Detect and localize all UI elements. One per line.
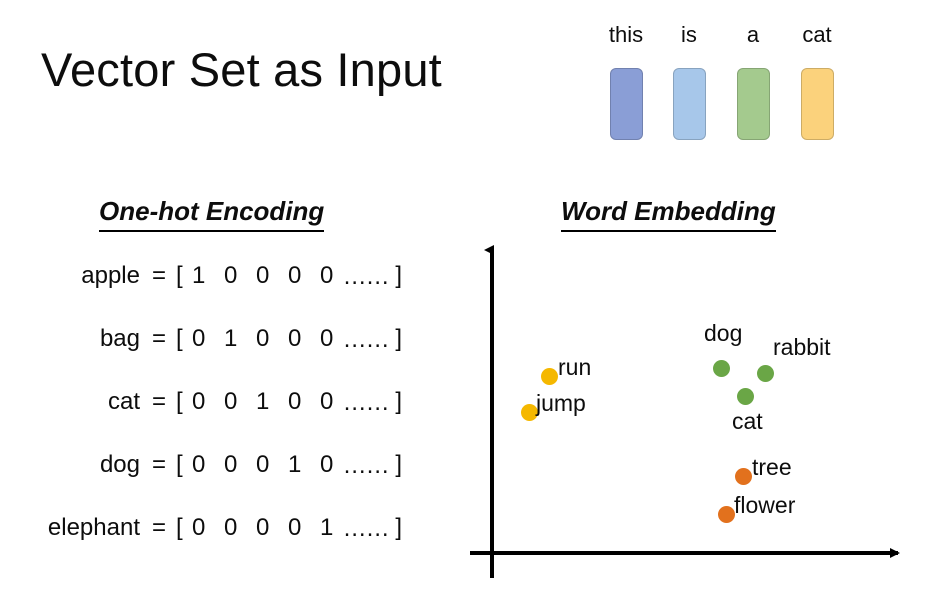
plot-axes xyxy=(470,245,900,578)
one-hot-digit: 0 xyxy=(287,514,302,541)
one-hot-digit: 0 xyxy=(223,262,238,289)
token-label: is xyxy=(681,22,697,47)
one-hot-digit: 1 xyxy=(319,514,334,541)
vector-ellipsis: …… xyxy=(342,452,390,479)
equals-sign: = xyxy=(152,262,167,289)
one-hot-digit: 0 xyxy=(223,388,238,415)
sentence-token-strip: this is a cat xyxy=(596,22,856,144)
vector-ellipsis: …… xyxy=(342,263,390,290)
embedding-point-label: dog xyxy=(704,320,743,346)
one-hot-digit: 0 xyxy=(255,451,270,478)
embedding-point xyxy=(757,365,774,382)
embedding-point xyxy=(713,360,730,377)
one-hot-word-label: cat xyxy=(107,388,140,415)
one-hot-digit: 1 xyxy=(255,388,270,415)
embedding-point-label: flower xyxy=(734,492,796,518)
one-hot-digit: 0 xyxy=(223,514,238,541)
sentence-token: cat xyxy=(787,22,847,144)
one-hot-digit: 0 xyxy=(287,325,302,352)
section-heading-word-embedding: Word Embedding xyxy=(561,196,776,232)
token-vector-bar xyxy=(801,68,834,140)
vector-ellipsis: …… xyxy=(342,515,390,542)
embedding-point xyxy=(735,468,752,485)
embedding-point-label: tree xyxy=(752,454,792,480)
close-bracket: ] xyxy=(388,514,403,541)
close-bracket: ] xyxy=(388,325,403,352)
one-hot-digit: 0 xyxy=(223,451,238,478)
sentence-token: this xyxy=(596,22,656,144)
equals-sign: = xyxy=(152,451,167,478)
embedding-point xyxy=(737,388,754,405)
token-label: a xyxy=(746,22,760,47)
one-hot-word-label: dog xyxy=(99,451,140,478)
embedding-point xyxy=(718,506,735,523)
token-label: this xyxy=(608,22,644,47)
close-bracket: ] xyxy=(388,388,403,415)
one-hot-digit: 0 xyxy=(319,388,334,415)
one-hot-digit: 0 xyxy=(319,262,334,289)
one-hot-digit: 0 xyxy=(191,514,206,541)
one-hot-digit: 0 xyxy=(287,262,302,289)
token-vector-bar xyxy=(673,68,706,140)
one-hot-digit: 1 xyxy=(223,325,238,352)
embedding-point-label: rabbit xyxy=(773,334,831,360)
token-vector-bar xyxy=(610,68,643,140)
open-bracket: [ xyxy=(176,325,183,352)
sentence-token: a xyxy=(723,22,783,144)
equals-sign: = xyxy=(152,514,167,541)
open-bracket: [ xyxy=(176,262,183,289)
sentence-token: is xyxy=(659,22,719,144)
equals-sign: = xyxy=(152,325,167,352)
one-hot-word-label: bag xyxy=(99,325,140,352)
equals-sign: = xyxy=(152,388,167,415)
one-hot-digit: 1 xyxy=(287,451,302,478)
one-hot-digit: 0 xyxy=(287,388,302,415)
close-bracket: ] xyxy=(388,262,403,289)
word-embedding-scatter-plot: run jump dog rabbit cat tree flower xyxy=(470,238,910,588)
embedding-point-label: cat xyxy=(732,408,763,434)
close-bracket: ] xyxy=(388,451,403,478)
token-label: cat xyxy=(802,22,832,47)
one-hot-word-label: apple xyxy=(81,262,140,289)
open-bracket: [ xyxy=(176,514,183,541)
page-title: Vector Set as Input xyxy=(41,43,442,96)
open-bracket: [ xyxy=(176,388,183,415)
token-vector-bar xyxy=(737,68,770,140)
one-hot-digit: 0 xyxy=(255,262,270,289)
one-hot-digit: 0 xyxy=(191,451,206,478)
one-hot-digit: 0 xyxy=(191,388,206,415)
one-hot-digit: 1 xyxy=(191,262,206,289)
one-hot-digit: 0 xyxy=(255,514,270,541)
one-hot-word-label: elephant xyxy=(47,514,140,541)
vector-ellipsis: …… xyxy=(342,326,390,353)
one-hot-digit: 0 xyxy=(255,325,270,352)
open-bracket: [ xyxy=(176,451,183,478)
embedding-point xyxy=(521,404,538,421)
embedding-point-label: jump xyxy=(536,390,586,416)
section-heading-one-hot-encoding: One-hot Encoding xyxy=(99,196,325,232)
one-hot-digit: 0 xyxy=(319,325,334,352)
embedding-point xyxy=(541,368,558,385)
one-hot-digit: 0 xyxy=(191,325,206,352)
embedding-point-label: run xyxy=(558,354,592,380)
vector-ellipsis: …… xyxy=(342,389,390,416)
one-hot-digit: 0 xyxy=(319,451,334,478)
